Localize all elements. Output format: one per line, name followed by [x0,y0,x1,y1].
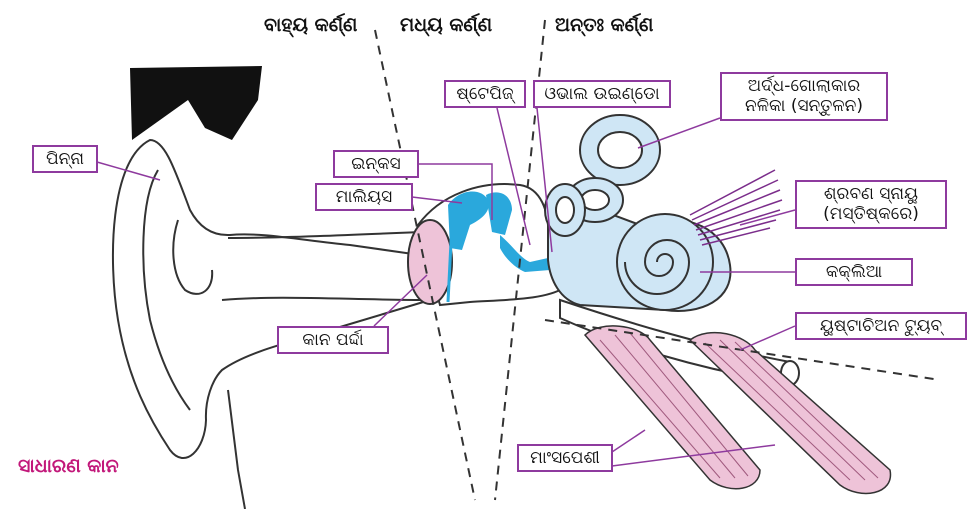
label-oval-window: ଓଭାଲ ଉଇଣ୍ଡୋ [533,80,671,108]
section-middle-ear: ମଧ୍ୟ କର୍ଣ୍ଣ [400,14,492,36]
label-pinna: ପିନ୍ନା [32,145,98,173]
semicircular-canals [545,115,660,236]
section-inner-ear: ଅନ୍ତଃ କର୍ଣ୍ଣ [555,14,653,36]
label-nerve-line1: ଶ୍ରବଣ ସ୍ନାୟୁ [803,184,939,204]
label-stapes: ଷ୍ଟେପିଜ୍ [444,80,526,108]
label-semicircular-canals: ଅର୍ଦ୍ଧ-ଗୋଲାକାର ନଳିକା (ସନ୍ତୁଳନ) [720,72,888,121]
section-outer-ear: ବାହ୍ୟ କର୍ଣ୍ଣ [264,14,357,36]
label-nerve-line2: (ମସ୍ତିଷ୍କରେ) [803,204,939,224]
label-incus: ଇନ୍‌କସ [333,150,419,178]
eardrum-shape [408,220,452,304]
hair-shape [130,66,262,140]
label-malleus: ମାଲିୟସ [315,183,413,211]
label-eardrum: କାନ ପର୍ଦ୍ଦା [277,326,389,354]
label-eustachian-tube: ୟୁଷ୍ଟାଚିଅନ ଟ୍ୟୁବ୍ [795,312,967,340]
face-line [228,390,245,509]
label-semicircular-line2: ନଳିକା (ସନ୍ତୁଳନ) [728,96,880,116]
diagram-caption: ସାଧାରଣ କାନ [18,455,119,477]
label-semicircular-line1: ଅର୍ଦ୍ଧ-ଗୋଲାକାର [728,76,880,96]
label-cochlea: କକ୍‌ଲିଆ [795,258,913,286]
label-muscle: ମାଂସପେଶୀ [517,444,613,472]
auditory-nerve [690,170,782,245]
label-auditory-nerve: ଶ୍ରବଣ ସ୍ନାୟୁ (ମସ୍ତିଷ୍କରେ) [795,180,947,229]
